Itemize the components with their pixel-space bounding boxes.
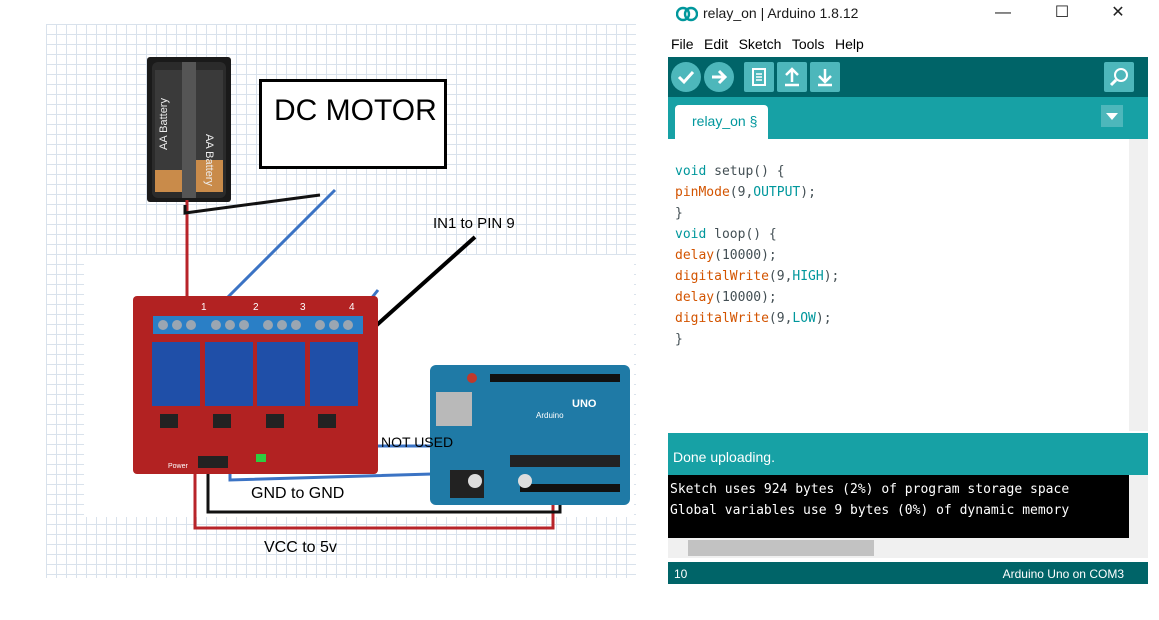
open-icon (785, 67, 799, 87)
verify-icon (677, 70, 695, 85)
maximize-icon[interactable]: ☐ (1054, 4, 1070, 21)
arduino-uno-board (430, 365, 630, 505)
menu-file[interactable]: File (671, 36, 694, 52)
footer-bar: 10 Arduino Uno on COM3 (668, 562, 1148, 584)
relay-board (133, 296, 378, 474)
arduino-ide-window: relay_on | Arduino 1.8.12 — ☐ ✕ File Edi… (668, 0, 1148, 584)
dc-motor-box: DC MOTOR (259, 79, 447, 169)
console-line-1: Sketch uses 924 bytes (2%) of program st… (670, 482, 1070, 497)
serial-monitor-button[interactable] (1104, 62, 1134, 92)
code-editor[interactable]: void setup() { pinMode(9,OUTPUT); } void… (668, 139, 1148, 431)
battery-label-1: AA Battery (158, 98, 170, 150)
code-line-6: digitalWrite(9,HIGH); (675, 269, 840, 284)
upload-button[interactable] (704, 62, 734, 92)
menu-bar: File Edit Sketch Tools Help (668, 33, 1148, 55)
save-icon (818, 69, 832, 87)
tab-label: relay_on § (692, 113, 758, 129)
console-line-2: Global variables use 9 bytes (0%) of dyn… (670, 503, 1070, 518)
in1-label: IN1 to PIN 9 (433, 215, 515, 232)
new-icon (752, 68, 766, 86)
tab-menu-button[interactable] (1101, 105, 1123, 127)
upload-icon (712, 69, 728, 85)
not-used-label: NOT USED (381, 434, 454, 450)
menu-sketch[interactable]: Sketch (738, 36, 782, 52)
status-bar: Done uploading. (668, 433, 1148, 475)
gnd-label: GND to GND (251, 485, 345, 502)
code-line-9: } (675, 332, 683, 347)
menu-edit[interactable]: Edit (704, 36, 729, 52)
diagram-drawing: AA Battery AA Battery (133, 57, 630, 530)
code-line-8: digitalWrite(9,LOW); (675, 311, 832, 326)
line-number: 10 (674, 567, 688, 581)
relay-power-label: Power (168, 463, 189, 470)
menu-tools[interactable]: Tools (791, 36, 825, 52)
dc-motor-label: DC MOTOR (274, 94, 437, 127)
tab-bar: relay_on § (668, 97, 1148, 139)
arduino-logo-text: Arduino (536, 411, 564, 420)
console-horizontal-scrollbar[interactable] (668, 538, 1148, 558)
arduino-app-icon (676, 6, 698, 22)
battery-label-2: AA Battery (203, 134, 215, 186)
title-bar: relay_on | Arduino 1.8.12 — ☐ ✕ (668, 0, 1148, 30)
status-message: Done uploading. (673, 449, 775, 465)
code-line-7: delay(10000); (675, 290, 777, 305)
console-scrollbar[interactable] (1129, 475, 1148, 538)
save-button[interactable] (810, 62, 840, 92)
verify-button[interactable] (671, 62, 701, 92)
open-button[interactable] (777, 62, 807, 92)
code-line-2: pinMode(9,OUTPUT); (675, 185, 816, 200)
console-output: Sketch uses 924 bytes (2%) of program st… (668, 475, 1148, 538)
code-line-5: delay(10000); (675, 248, 777, 263)
vcc-label: VCC to 5v (264, 539, 337, 556)
tab-relay-on[interactable]: relay_on § (675, 105, 768, 139)
relay-number-2: 2 (253, 302, 259, 313)
relay-number-1: 1 (201, 302, 207, 313)
close-icon[interactable]: ✕ (1111, 4, 1125, 21)
wiring-diagram: AA Battery AA Battery (46, 24, 636, 578)
code-line-1: void setup() { (675, 164, 785, 179)
board-port-info: Arduino Uno on COM3 (1002, 567, 1124, 581)
serial-monitor-icon (1109, 68, 1128, 87)
battery-holder (147, 57, 231, 202)
editor-scrollbar[interactable] (1129, 139, 1148, 431)
chevron-down-icon (1106, 113, 1118, 120)
code-line-4: void loop() { (675, 227, 777, 242)
window-title: relay_on | Arduino 1.8.12 (703, 5, 859, 21)
relay-number-3: 3 (300, 302, 306, 313)
relay-number-4: 4 (349, 302, 355, 313)
minimize-icon[interactable]: — (995, 4, 1011, 21)
scrollbar-thumb[interactable] (688, 540, 874, 556)
new-button[interactable] (744, 62, 774, 92)
uno-logo-text: UNO (572, 398, 597, 410)
toolbar (668, 57, 1148, 97)
code-line-3: } (675, 206, 683, 221)
menu-help[interactable]: Help (835, 36, 864, 52)
